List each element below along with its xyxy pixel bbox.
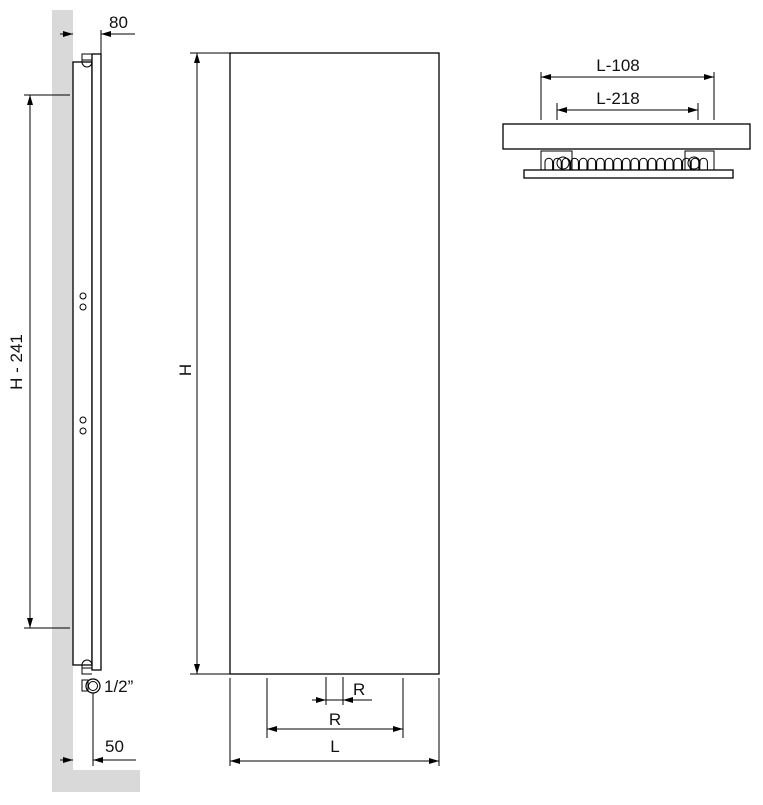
mounting-holes: [79, 292, 87, 435]
radiator-front-panel: [229, 52, 440, 675]
length-label: L: [330, 737, 339, 756]
small-r-label: R: [353, 680, 365, 699]
connection-distance-label: H - 241: [7, 334, 26, 390]
top-view: L-108 L-218: [502, 56, 751, 179]
top-cap: [81, 53, 93, 68]
floor: [52, 770, 140, 792]
radiator-base-panel: [523, 169, 734, 179]
radiator-top-panel: [502, 123, 751, 150]
height-label: H: [176, 364, 195, 376]
large-r-label: R: [329, 710, 341, 729]
valve-icon: [81, 678, 101, 694]
outer-bracket-label: L-108: [596, 56, 639, 75]
depth-label: 80: [109, 13, 128, 32]
radiator-side-panel: [91, 53, 102, 671]
wall: [52, 10, 73, 792]
pipe-size-label: 1/2”: [104, 677, 134, 696]
bottom-cap: [81, 659, 93, 675]
front-view: H L R R: [176, 52, 440, 766]
radiator-side-body: [72, 61, 93, 666]
wall-offset-label: 50: [105, 737, 124, 756]
inner-bracket-label: L-218: [596, 89, 639, 108]
side-view: 80 H - 241 1/2” 50: [7, 10, 140, 792]
